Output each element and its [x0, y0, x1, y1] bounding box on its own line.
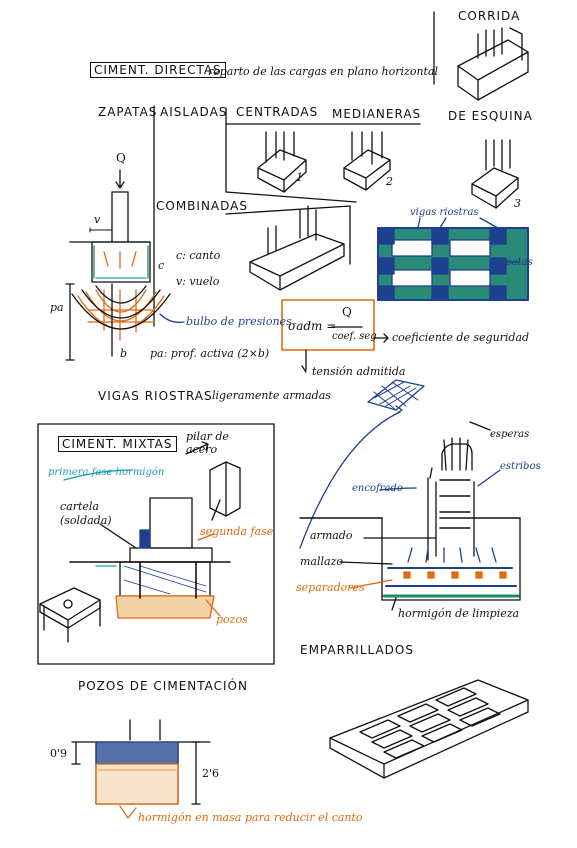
mixtas-frame	[37, 423, 275, 665]
label-q: Q	[116, 151, 126, 165]
label-pozos: pozos	[216, 613, 248, 626]
label-coef-note: coeficiente de seguridad	[392, 331, 530, 344]
label-combinadas: COMBINADAS	[156, 199, 248, 213]
label-coef-seg: coef. seg	[332, 331, 377, 342]
label-sigma: σadm =	[288, 319, 337, 333]
steel-plate-sketch	[39, 587, 101, 643]
label-v: v	[94, 213, 101, 226]
pozos-cimentacion-section	[71, 719, 211, 819]
label-reparto: reparto de las cargas en plano horizonta…	[208, 65, 439, 78]
label-n2: 2	[386, 175, 393, 188]
footing-section	[65, 169, 185, 361]
combinadas-footing	[249, 205, 345, 291]
label-d26: 2'6	[202, 767, 220, 780]
label-tension: tensión admitida	[312, 365, 406, 378]
label-encofrado: encofrado	[352, 483, 403, 494]
label-n1: 1	[296, 171, 303, 184]
label-estribos: estribos	[500, 461, 541, 472]
label-emparrillados: EMPARRILLADOS	[300, 643, 414, 657]
label-centradas: CENTRADAS	[236, 105, 319, 119]
label-b: b	[120, 347, 128, 360]
label-ciment-mixtas: CIMENT. MIXTAS	[58, 436, 177, 452]
label-d09: 0'9	[50, 747, 68, 760]
arrow-coef	[373, 333, 389, 343]
label-c-canto: c: canto	[176, 249, 221, 262]
label-zapatas-note: zapatas	[494, 257, 533, 268]
label-bulbo: bulbo de presiones	[186, 315, 292, 328]
label-n3: 3	[514, 197, 521, 210]
label-armado: armado	[310, 529, 353, 542]
medianeras-footing	[343, 131, 391, 191]
emparrillado-sketch	[329, 679, 529, 779]
label-medianeras: MEDIANERAS	[332, 107, 422, 121]
label-segunda-fase: segunda fase	[200, 525, 274, 538]
label-c: c	[158, 259, 165, 272]
label-corrida: CORRIDA	[458, 9, 521, 23]
riostras-plan	[377, 217, 529, 301]
label-pozos-cimentacion: POZOS DE CIMENTACIÓN	[78, 679, 248, 693]
footing-reinforcement-section	[299, 379, 521, 611]
label-primera-fase: primera fase hormigón	[48, 467, 165, 478]
label-ligeramente: ligeramente armadas	[212, 389, 331, 402]
label-v-vuelo: v: vuelo	[176, 275, 220, 288]
label-vigas-riostras: VIGAS RIOSTRAS	[98, 389, 213, 403]
label-separadores: separadores	[296, 581, 365, 594]
label-ciment-directas: CIMENT. DIRECTAS	[90, 62, 226, 78]
label-hormigon-limpieza: hormigón de limpieza	[398, 607, 520, 620]
zapatas-tree	[153, 105, 421, 327]
label-pilar-acero: pilar de acero	[186, 430, 229, 457]
arrow-tension	[301, 349, 307, 373]
label-mallazo: mallazo	[300, 555, 344, 568]
esquina-footing	[471, 139, 519, 209]
label-cartela: cartela (soldada)	[60, 500, 112, 528]
label-hormigon-masa: hormigón en masa para reducir el canto	[138, 811, 363, 824]
centradas-footing	[257, 131, 307, 193]
corrida-footing-sketch	[433, 11, 529, 101]
label-pa-prof: pa: prof. activa (2×b)	[150, 347, 270, 360]
label-vigas-riostras-note: vigas riostras	[410, 207, 479, 218]
label-aisladas: AISLADAS	[160, 105, 228, 119]
label-pa: pa	[50, 301, 64, 314]
mixtas-drawing	[63, 441, 241, 619]
label-de-esquina: DE ESQUINA	[448, 109, 533, 123]
formula-box	[281, 299, 375, 351]
label-esperas: esperas	[490, 429, 530, 440]
label-q-num: Q	[342, 305, 352, 319]
label-zapatas: ZAPATAS	[98, 105, 158, 119]
